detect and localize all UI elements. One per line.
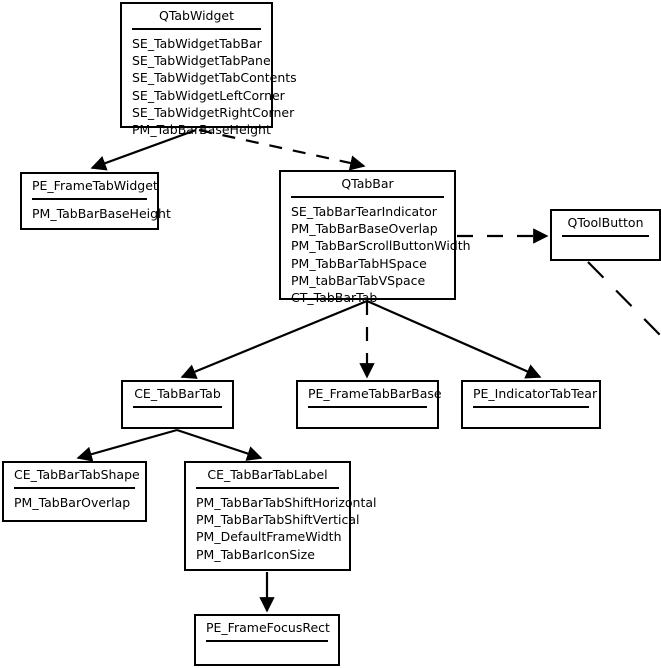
class-node-title: PE_FrameTabWidget [32,178,158,193]
class-node-divider [32,197,147,200]
class-node-qtoolbutton[interactable]: QToolButton [550,209,661,261]
class-node-member: CT_TabBarTab [291,290,378,306]
class-node-divider [562,234,649,237]
class-node-member: PM_DefaultFrameWidth [196,529,342,545]
class-node-members [552,237,659,270]
class-node-divider [291,195,444,198]
class-node-title: PE_IndicatorTabTear [473,386,598,401]
class-node-title: QToolButton [567,215,644,230]
class-node-member: PM_TabBarTabHSpace [291,255,427,271]
class-node-divider [196,486,339,489]
class-node-pe_frametabbarbase[interactable]: PE_FrameTabBarBase [296,380,442,429]
class-node-title: CE_TabBarTab [134,386,221,401]
class-node-member: SE_TabBarTearIndicator [291,203,437,219]
class-node-title: CE_TabBarTabLabel [207,467,328,482]
class-node-title: PE_FrameFocusRect [206,620,330,635]
class-node-divider [133,405,222,408]
edge-qtoolbutton-to-offscreen [587,261,661,337]
class-node-member: PM_TabBarOverlap [14,494,131,510]
class-node-divider [14,486,135,489]
class-node-members [123,408,232,441]
class-node-title: PE_FrameTabBarBase [308,386,442,401]
class-node-divider [132,27,261,30]
class-node-member: PM_tabBarTabVSpace [291,273,426,288]
class-node-member: PM_TabBarIconSize [196,546,315,562]
class-node-member: PM_TabBarBaseOverlap [291,220,438,236]
class-node-member: PM_TabBarBaseHeight [132,122,271,138]
class-node-members [298,408,437,441]
class-node-divider [308,405,427,408]
class-node-pe_framefocusrect[interactable]: PE_FrameFocusRect [194,614,340,666]
class-node-member: SE_TabWidgetTabContents [132,70,297,86]
class-node-members: PM_TabBarOverlap [4,489,145,517]
class-node-pe_indicatortabtear[interactable]: PE_IndicatorTabTear [461,380,601,429]
class-node-member: SE_TabWidgetTabPane [132,52,271,68]
class-node-title: QTabWidget [158,8,235,23]
class-node-member: SE_TabWidgetTabBar [132,35,262,51]
class-node-ce_tabbartab[interactable]: CE_TabBarTab [121,380,234,429]
class-node-title: QTabBar [341,176,394,191]
class-node-member: PM_TabBarTabShiftHorizontal [196,494,377,510]
class-node-member: SE_TabWidgetLeftCorner [132,87,285,103]
class-node-title: CE_TabBarTabShape [14,467,140,482]
class-node-member: PM_TabBarScrollButtonWidth [291,238,471,254]
class-node-divider [473,405,589,408]
class-node-members [196,642,338,668]
class-node-members [463,408,599,441]
class-node-member: PM_TabBarBaseHeight [32,205,171,221]
class-node-member: SE_TabWidgetRightCorner [132,105,295,120]
class-node-member: PM_TabBarTabShiftVertical [196,511,360,527]
class-node-members: PM_TabBarBaseHeight [22,200,171,228]
class-node-divider [206,639,328,642]
